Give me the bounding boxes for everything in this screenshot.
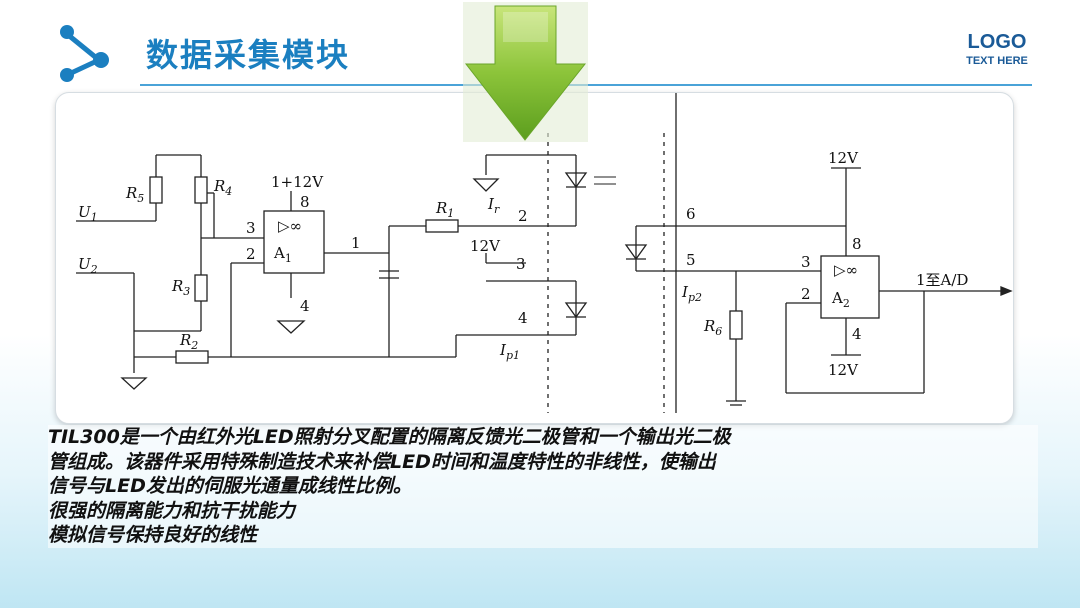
description-line: 很强的隔离能力和抗干扰能力	[48, 499, 296, 522]
logo: LOGO TEXT HERE	[962, 30, 1032, 68]
description-line: 模拟信号保持良好的线性	[48, 524, 258, 546]
svg-text:3: 3	[516, 255, 526, 273]
svg-text:▷∞: ▷∞	[278, 217, 302, 235]
description-text: TIL300是一个由红外光LED照射分叉配置的隔离反馈光二极管和一个输出光二极 …	[48, 425, 1038, 548]
svg-text:5: 5	[686, 251, 696, 269]
svg-text:1至A/D: 1至A/D	[916, 271, 968, 289]
logo-main-text: LOGO	[967, 31, 1027, 53]
svg-text:12V: 12V	[828, 149, 859, 167]
svg-text:8: 8	[300, 193, 310, 211]
description-line: TIL300是一个由红外光LED照射分叉配置的隔离反馈光二极管和一个输出光二极	[48, 426, 731, 448]
svg-text:R5: R5	[125, 184, 144, 205]
svg-text:R6: R6	[703, 317, 722, 338]
svg-text:A1: A1	[273, 244, 292, 265]
svg-text:Ip1: Ip1	[499, 341, 520, 362]
svg-text:3: 3	[246, 219, 256, 237]
svg-text:1+12V: 1+12V	[271, 173, 324, 191]
svg-text:2: 2	[518, 207, 528, 225]
share-nodes-icon	[60, 25, 109, 82]
page-title: 数据采集模块	[146, 36, 351, 74]
svg-text:4: 4	[518, 309, 528, 327]
svg-text:12V: 12V	[828, 361, 859, 379]
svg-text:12V: 12V	[470, 237, 501, 255]
description-line: 信号与LED发出的伺服光通量成线性比例。	[48, 475, 412, 497]
svg-text:R3: R3	[171, 277, 190, 298]
svg-text:6: 6	[686, 205, 696, 223]
svg-text:R2: R2	[179, 331, 198, 352]
svg-text:8: 8	[852, 235, 862, 253]
svg-text:▷∞: ▷∞	[834, 261, 858, 279]
svg-text:3: 3	[801, 253, 811, 271]
svg-text:A2: A2	[831, 289, 850, 310]
svg-text:R4: R4	[213, 177, 232, 198]
svg-text:2: 2	[246, 245, 256, 263]
svg-text:1: 1	[351, 234, 361, 252]
logo-sub-text: TEXT HERE	[966, 55, 1028, 67]
svg-text:2: 2	[801, 285, 811, 303]
circuit-diagram: U1 U2 R5 R4 R3 R2 R1 R6 1+12V 8 3 2 4 1 …	[55, 92, 1014, 424]
down-arrow-icon	[463, 2, 588, 142]
svg-text:Ip2: Ip2	[681, 283, 702, 304]
svg-text:R1: R1	[435, 199, 454, 220]
svg-text:Ir: Ir	[487, 195, 500, 216]
svg-text:4: 4	[852, 325, 862, 343]
circuit-schematic: U1 U2 R5 R4 R3 R2 R1 R6 1+12V 8 3 2 4 1 …	[76, 93, 1013, 413]
svg-text:U1: U1	[78, 203, 98, 224]
svg-text:U2: U2	[78, 255, 98, 276]
svg-text:4: 4	[300, 297, 310, 315]
description-line: 管组成。该器件采用特殊制造技术来补偿LED时间和温度特性的非线性，使输出	[48, 450, 716, 473]
